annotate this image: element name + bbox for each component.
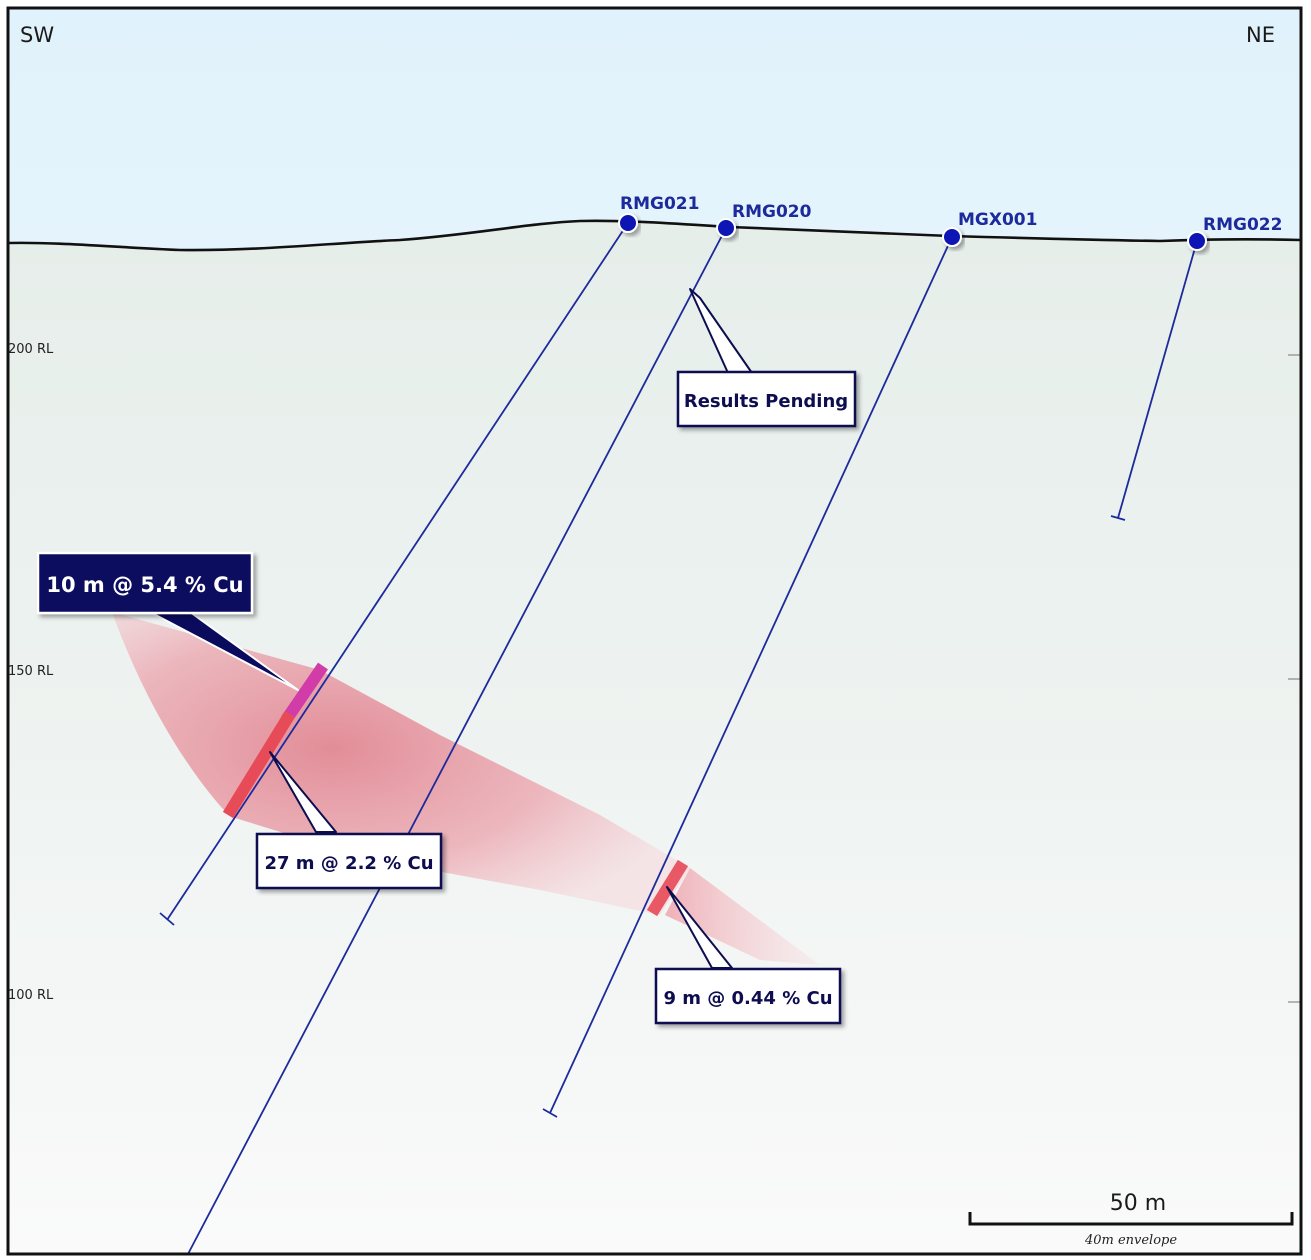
collar-rmg021 — [618, 213, 638, 233]
rl-label-100: 100 RL — [8, 988, 54, 1003]
drill-traces — [159, 222, 1198, 1255]
scale-bar: 50 m 40m envelope — [968, 1191, 1294, 1248]
collar-mgx001 — [942, 227, 962, 247]
scale-bar-label: 50 m — [1110, 1191, 1166, 1216]
callout-text-pending: Results Pending — [684, 391, 848, 412]
rl-label-200: 200 RL — [8, 342, 54, 357]
topographic-surface-line — [7, 219, 1302, 252]
trace-rmg021 — [166, 222, 629, 921]
callout-text-mgx001: 9 m @ 0.44 % Cu — [663, 988, 832, 1009]
collar-rmg020 — [716, 218, 736, 238]
hole-label-rmg022: RMG022 — [1203, 215, 1282, 235]
orientation-right-label: NE — [1246, 23, 1275, 47]
hole-label-rmg020: RMG020 — [732, 202, 812, 222]
ground-area — [8, 220, 1301, 1254]
trace-end-rmg022 — [1110, 515, 1126, 521]
rl-ticks — [1288, 354, 1301, 1003]
callout-pointer-rmg021 — [269, 751, 337, 833]
trace-end-rmg021 — [159, 912, 175, 926]
callout-box-mgx001 — [654, 967, 842, 1025]
orientation-left-label: SW — [20, 23, 54, 47]
intercept-high-grade-rmg021 — [281, 662, 328, 724]
hole-label-rmg021: RMG021 — [620, 194, 699, 214]
intercept-rmg021 — [222, 710, 296, 819]
collar-rmg022 — [1187, 231, 1207, 251]
trace-rmg020 — [187, 227, 727, 1255]
hole-label-mgx001: MGX001 — [958, 210, 1037, 230]
scale-bar-line — [968, 1212, 1294, 1226]
callout-text-main: 10 m @ 5.4 % Cu — [46, 573, 243, 597]
frame-border — [6, 6, 1303, 1256]
trace-mgx001 — [549, 236, 953, 1114]
callout-intercept-main: 10 m @ 5.4 % Cu — [36, 551, 299, 691]
callout-intercept-rmg021: 27 m @ 2.2 % Cu — [255, 751, 443, 890]
trace-end-mgx001 — [542, 1108, 558, 1118]
callout-text-rmg021: 27 m @ 2.2 % Cu — [264, 853, 433, 874]
callout-results-pending: Results Pending — [676, 288, 857, 428]
callout-intercept-mgx001: 9 m @ 0.44 % Cu — [654, 886, 842, 1025]
mineralisation-envelope — [112, 612, 690, 915]
collars — [618, 213, 1207, 251]
callout-box-main — [36, 551, 254, 615]
scale-bar-note: 40m envelope — [1084, 1233, 1177, 1248]
callout-box-rmg021 — [255, 832, 443, 890]
mineralisation-envelope-tail — [665, 868, 820, 965]
callout-box-pending — [676, 370, 857, 428]
rl-label-150: 150 RL — [8, 664, 54, 679]
trace-rmg022 — [1117, 240, 1198, 519]
